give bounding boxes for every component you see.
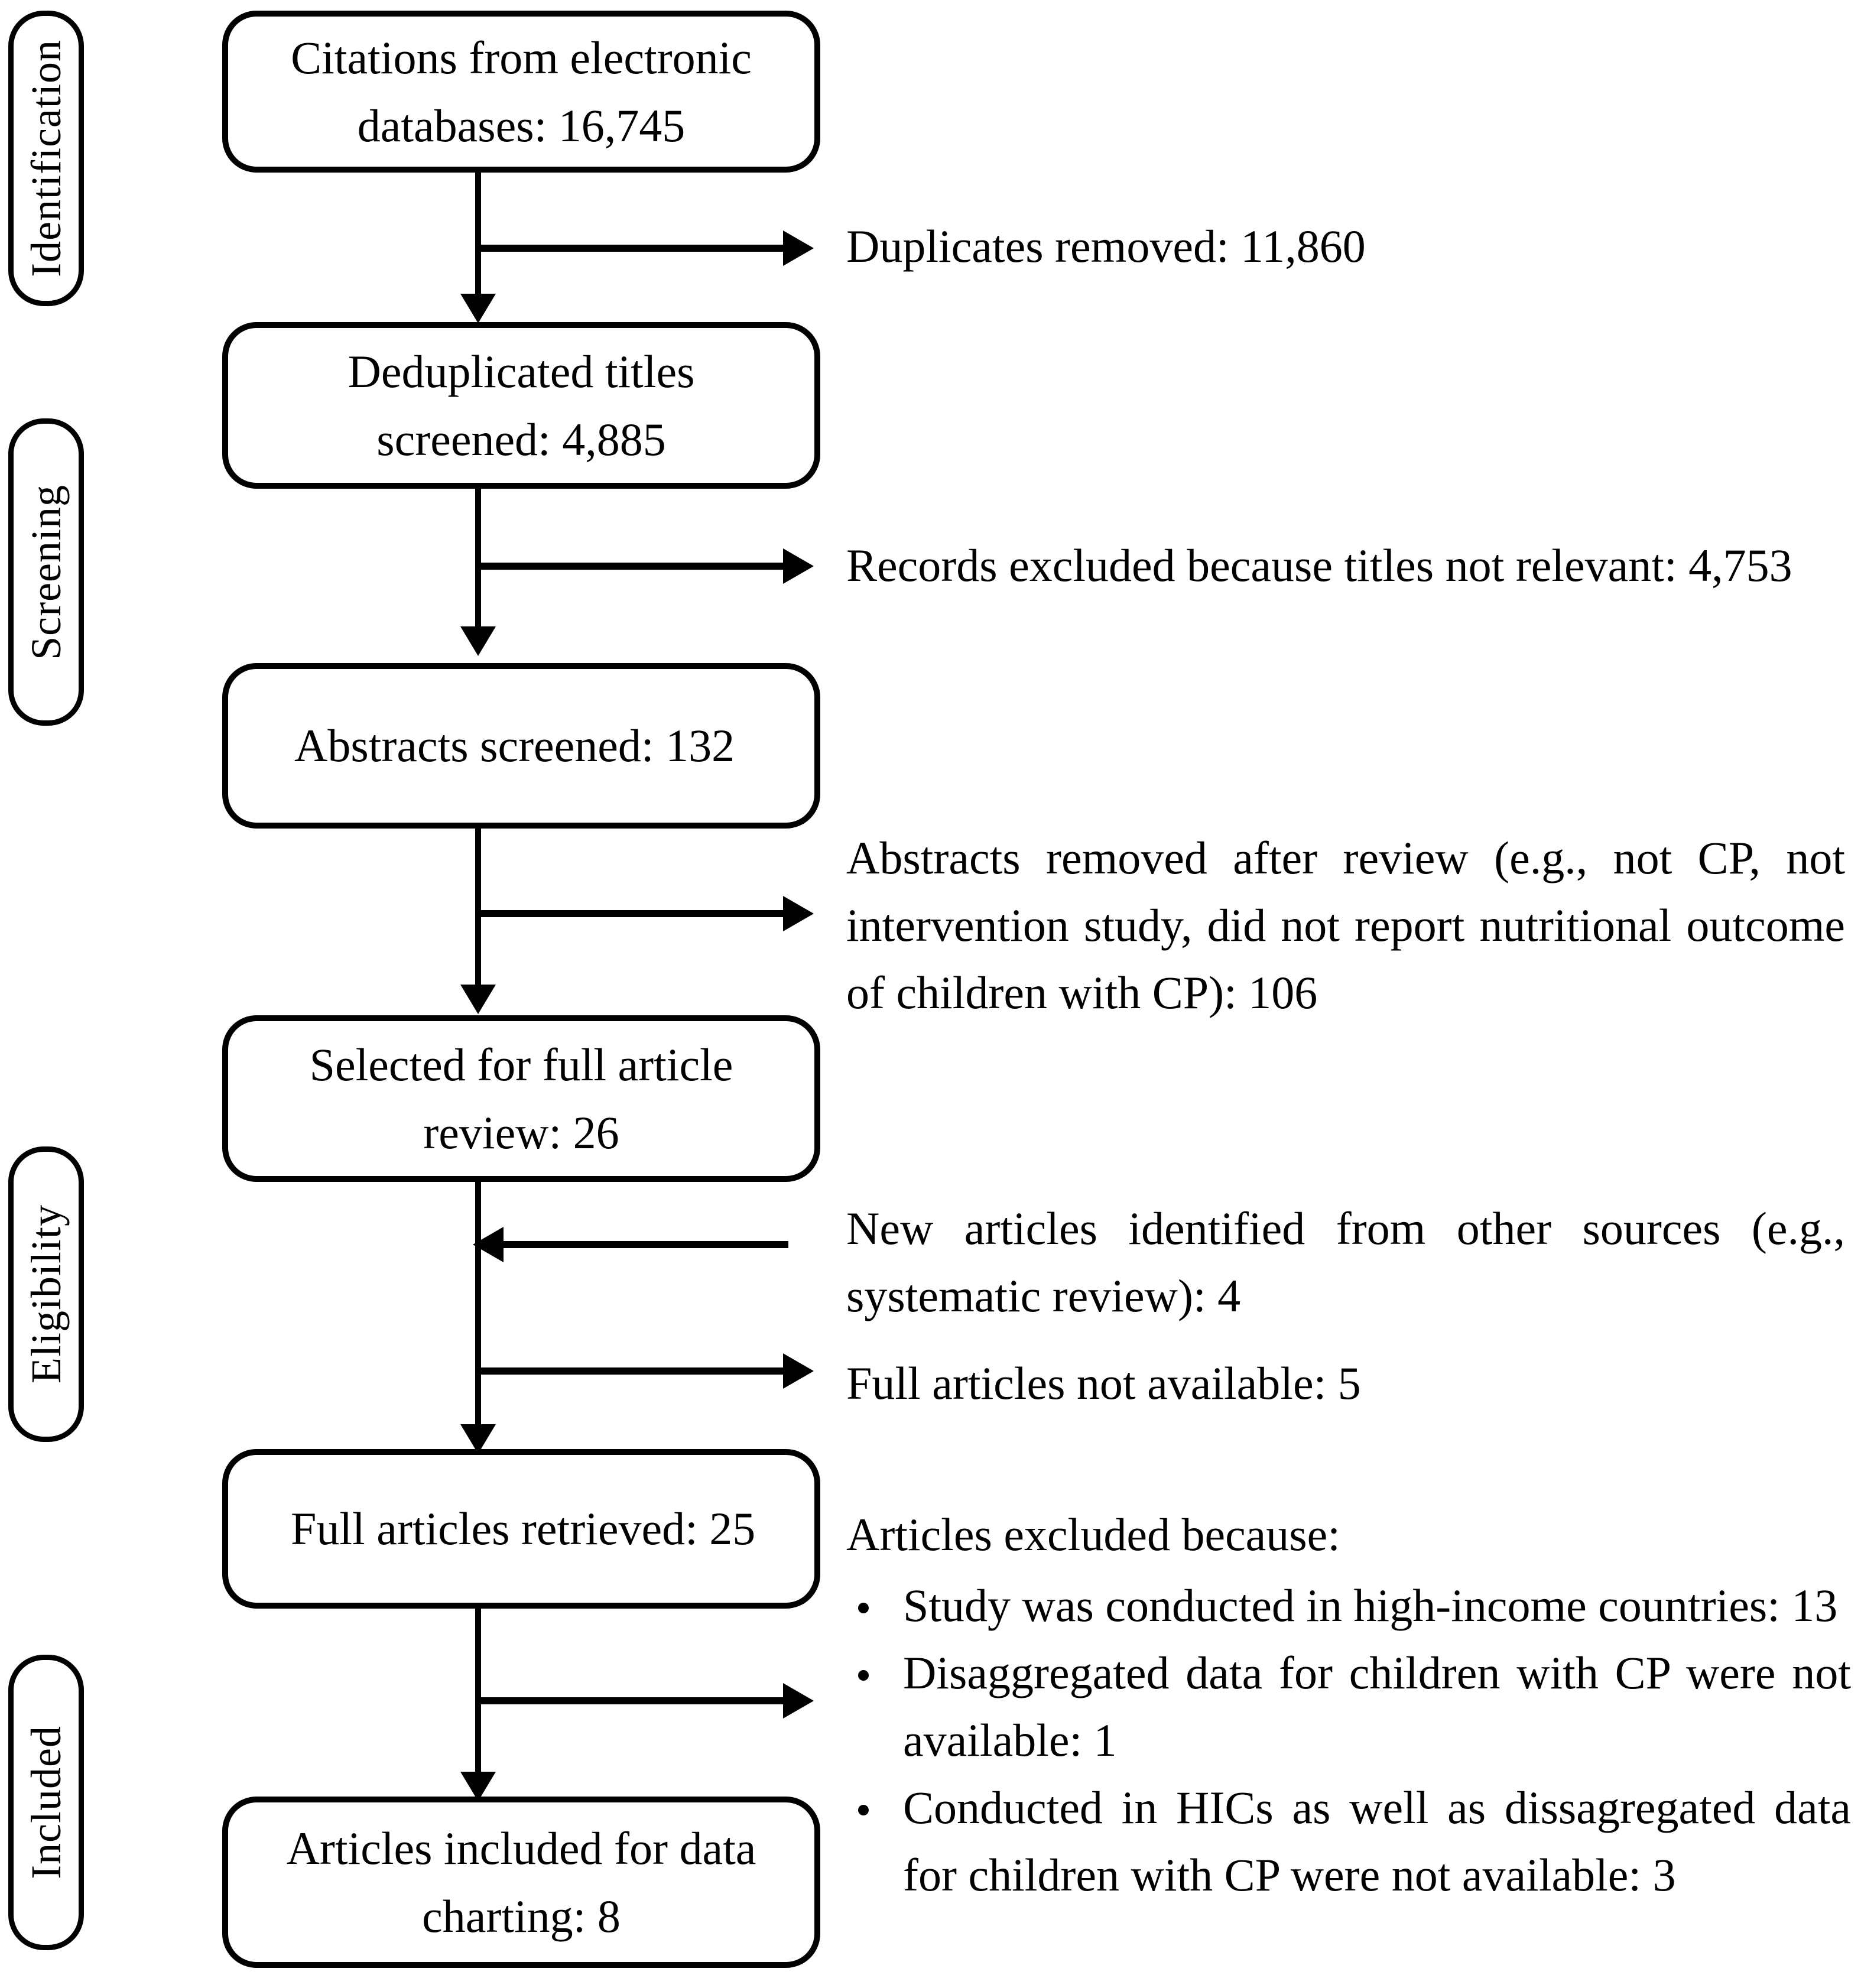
connector-full-not-available-branch xyxy=(475,1367,787,1375)
flow-box-full-articles-retrieved: Full articles retrieved: 25 xyxy=(222,1449,820,1609)
flow-box-full-articles-retrieved-line1: Full articles retrieved: 25 xyxy=(291,1503,756,1555)
bullet-icon xyxy=(858,1804,869,1815)
arrowhead-abstracts-removed xyxy=(783,896,814,931)
arrowhead-abstracts-down xyxy=(460,985,496,1014)
flow-box-selected-full-review: Selected for full article review: 26 xyxy=(222,1015,820,1182)
stage-label-included: Included xyxy=(22,1726,70,1879)
flow-box-deduplicated-line1: Deduplicated titles xyxy=(347,345,695,397)
arrowhead-new-articles xyxy=(473,1227,504,1262)
flow-box-articles-included-text: Articles included for data charting: 8 xyxy=(287,1814,756,1951)
connector-selected-down xyxy=(475,1182,481,1460)
flow-box-citations-line2: databases: 16,745 xyxy=(357,100,686,151)
arrowhead-deduplicated-down xyxy=(460,626,496,656)
flow-box-abstracts-screened: Abstracts screened: 132 xyxy=(222,663,820,829)
articles-excluded-list: Study was conducted in high-income count… xyxy=(846,1572,1851,1908)
flow-box-articles-included: Articles included for data charting: 8 xyxy=(222,1797,820,1968)
annotation-new-articles: New articles identified from other sourc… xyxy=(846,1203,1845,1321)
stage-box-identification: Identification xyxy=(8,11,84,306)
bullet-icon xyxy=(858,1603,869,1613)
flow-box-articles-included-line1: Articles included for data xyxy=(286,1822,756,1874)
stage-box-screening: Screening xyxy=(8,418,84,726)
flow-box-citations-text: Citations from electronic databases: 16,… xyxy=(291,24,752,160)
arrowhead-titles-excluded xyxy=(783,548,814,584)
flow-box-selected-full-review-text: Selected for full article review: 26 xyxy=(310,1031,733,1167)
flow-box-selected-full-review-line1: Selected for full article xyxy=(309,1038,733,1090)
flow-box-citations-line1: Citations from electronic xyxy=(291,31,752,83)
flow-box-selected-full-review-line2: review: 26 xyxy=(423,1107,619,1158)
flow-box-full-articles-retrieved-text: Full articles retrieved: 25 xyxy=(291,1495,755,1563)
bullet-icon xyxy=(858,1669,869,1681)
stage-label-eligibility: Eligibility xyxy=(22,1204,70,1384)
stage-label-identification: Identification xyxy=(22,40,70,277)
list-item: Study was conducted in high-income count… xyxy=(846,1572,1851,1639)
flow-box-deduplicated-text: Deduplicated titles screened: 4,885 xyxy=(348,337,695,474)
annotation-full-not-available: Full articles not available: 5 xyxy=(846,1357,1361,1409)
flow-box-abstracts-screened-line1: Abstracts screened: 132 xyxy=(294,720,735,772)
list-item: Conducted in HICs as well as dissagregat… xyxy=(846,1774,1851,1909)
flow-box-deduplicated-line2: screened: 4,885 xyxy=(376,414,666,465)
connector-citations-down xyxy=(475,173,481,304)
arrowhead-duplicates xyxy=(783,230,814,266)
connector-titles-excluded-branch xyxy=(475,563,787,570)
stage-box-included: Included xyxy=(8,1655,84,1950)
arrowhead-selected-down xyxy=(460,1424,496,1454)
flow-box-deduplicated: Deduplicated titles screened: 4,885 xyxy=(222,322,820,489)
stage-box-eligibility: Eligibility xyxy=(8,1146,84,1442)
arrowhead-full-retrieved-down xyxy=(460,1772,496,1801)
annotation-abstracts-removed: Abstracts removed after review (e.g., no… xyxy=(846,832,1845,1018)
stage-label-screening: Screening xyxy=(22,484,70,660)
connector-new-articles-branch xyxy=(481,1241,788,1248)
flow-box-abstracts-screened-text: Abstracts screened: 132 xyxy=(294,712,735,779)
arrowhead-articles-excluded xyxy=(783,1683,814,1719)
annotation-articles-excluded-heading: Articles excluded because: xyxy=(846,1509,1340,1560)
flow-box-citations: Citations from electronic databases: 16,… xyxy=(222,11,820,173)
annotation-duplicates-removed: Duplicates removed: 11,860 xyxy=(846,220,1366,272)
arrowhead-citations-down xyxy=(460,294,496,323)
annotation-titles-excluded: Records excluded because titles not rele… xyxy=(846,540,1792,591)
list-item: Disaggregated data for children with CP … xyxy=(846,1639,1851,1774)
connector-abstracts-removed-branch xyxy=(475,910,787,917)
flow-box-articles-included-line2: charting: 8 xyxy=(422,1890,621,1942)
connector-articles-excluded-branch xyxy=(475,1697,787,1704)
arrowhead-full-not-available xyxy=(783,1353,814,1389)
connector-duplicates-branch xyxy=(475,245,787,252)
